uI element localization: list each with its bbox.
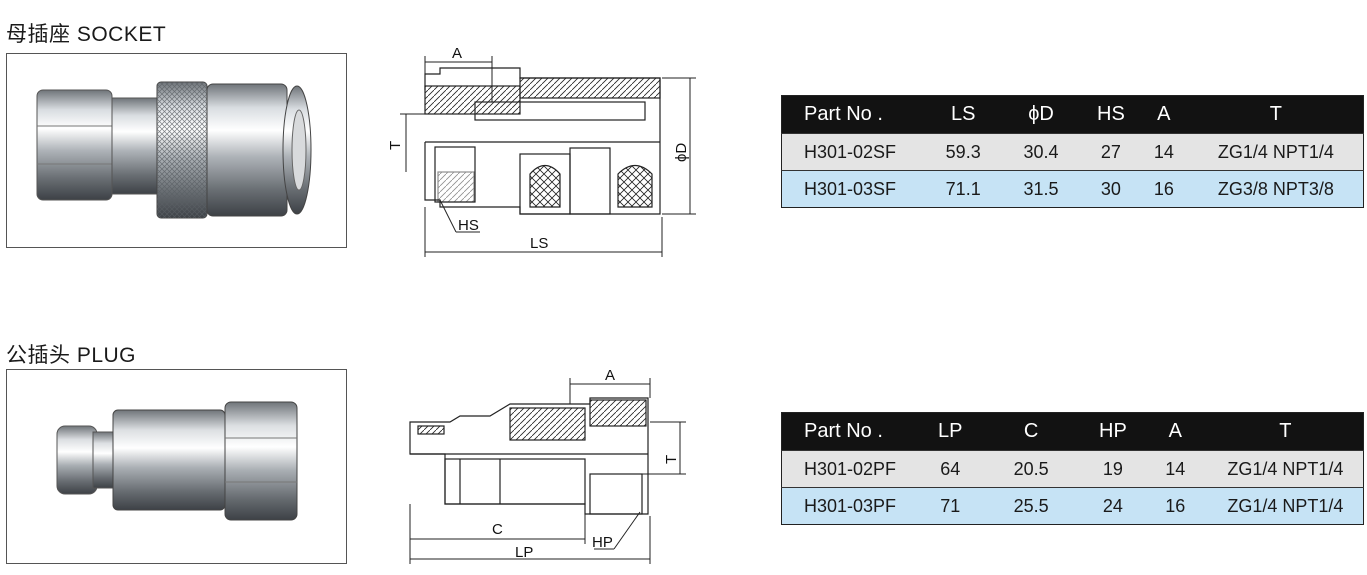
cell-ls: 71.1 [927, 170, 1000, 208]
col-header-c: C [979, 412, 1083, 451]
socket-dim-d: ϕD [673, 143, 690, 162]
plug-photo [6, 369, 347, 564]
plug-title: 公插头 PLUG [6, 344, 137, 367]
cell-part-no: H301-02SF [781, 133, 928, 171]
cell-part-no: H301-02PF [781, 450, 922, 488]
table-row: H301-03SF 71.1 31.5 30 16 ZG3/8 NPT3/8 [781, 170, 1364, 208]
col-header-ls: LS [927, 95, 1000, 134]
cell-c: 25.5 [979, 487, 1083, 525]
table-row: H301-02PF 64 20.5 19 14 ZG1/4 NPT1/4 [781, 450, 1364, 488]
cell-c: 20.5 [979, 450, 1083, 488]
plug-dim-c: C [492, 521, 503, 538]
cell-a: 16 [1138, 170, 1189, 208]
socket-dim-t: T [387, 141, 404, 150]
cell-d: 30.4 [999, 133, 1083, 171]
cell-d: 31.5 [999, 170, 1083, 208]
cell-hp: 19 [1082, 450, 1143, 488]
plug-spec-table: Part No . LP C HP A T H301-02PF 64 20.5 … [781, 412, 1364, 525]
cell-hp: 24 [1082, 487, 1143, 525]
col-header-part-no: Part No . [781, 412, 922, 451]
table-row: H301-02SF 59.3 30.4 27 14 ZG1/4 NPT1/4 [781, 133, 1364, 171]
cell-ls: 59.3 [927, 133, 1000, 171]
cell-lp: 64 [921, 450, 980, 488]
col-header-lp: LP [921, 412, 980, 451]
cell-part-no: H301-03PF [781, 487, 922, 525]
cell-hs: 27 [1082, 133, 1139, 171]
col-header-a: A [1142, 412, 1208, 451]
cell-part-no: H301-03SF [781, 170, 928, 208]
socket-title: 母插座 SOCKET [6, 23, 167, 46]
cell-t: ZG1/4 NPT1/4 [1207, 487, 1364, 525]
col-header-hs: HS [1082, 95, 1139, 134]
socket-drawing: A LS HS T ϕD [380, 42, 710, 262]
plug-dim-hp: HP [592, 534, 613, 551]
col-header-a: A [1138, 95, 1189, 134]
cell-hs: 30 [1082, 170, 1139, 208]
plug-dim-lp: LP [515, 544, 533, 561]
cell-t: ZG1/4 NPT1/4 [1188, 133, 1364, 171]
cell-a: 16 [1142, 487, 1208, 525]
cell-t: ZG3/8 NPT3/8 [1188, 170, 1364, 208]
table-header-row: Part No . LS ϕD HS A T [781, 95, 1364, 134]
socket-spec-table: Part No . LS ϕD HS A T H301-02SF 59.3 30… [781, 95, 1364, 208]
cell-a: 14 [1138, 133, 1189, 171]
col-header-part-no: Part No . [781, 95, 928, 134]
cell-lp: 71 [921, 487, 980, 525]
socket-image [36, 81, 312, 219]
col-header-t: T [1207, 412, 1364, 451]
col-header-d: ϕD [999, 95, 1083, 134]
plug-dim-a: A [605, 367, 615, 384]
col-header-hp: HP [1082, 412, 1143, 451]
table-header-row: Part No . LP C HP A T [781, 412, 1364, 451]
plug-image [56, 401, 298, 521]
socket-dim-a: A [452, 45, 462, 62]
cell-t: ZG1/4 NPT1/4 [1207, 450, 1364, 488]
col-header-t: T [1188, 95, 1364, 134]
socket-photo [6, 53, 347, 248]
plug-dim-t: T [663, 455, 680, 464]
socket-dim-hs: HS [458, 217, 479, 234]
plug-drawing: A C LP HP T [400, 364, 700, 569]
cell-a: 14 [1142, 450, 1208, 488]
socket-dim-ls: LS [530, 235, 548, 252]
table-row: H301-03PF 71 25.5 24 16 ZG1/4 NPT1/4 [781, 487, 1364, 525]
